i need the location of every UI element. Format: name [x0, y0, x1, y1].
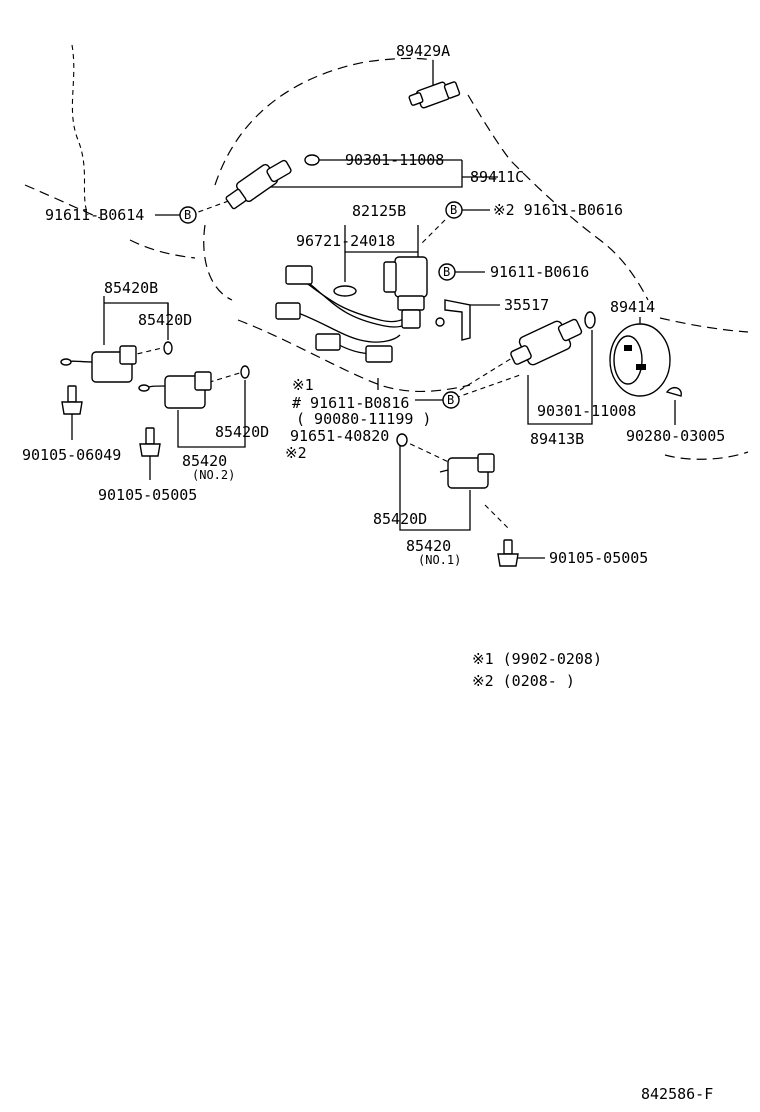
label-91611-B0616-note2: ※2 91611-B0616	[493, 201, 623, 219]
svg-text:B: B	[447, 393, 454, 407]
label-85420D-a: 85420D	[138, 311, 192, 329]
svg-text:B: B	[184, 208, 191, 222]
o-ring-85420D-c	[396, 433, 408, 447]
o-ring-85420D-a	[163, 341, 173, 355]
label-90105-06049: 90105-06049	[22, 446, 121, 464]
label-89429A: 89429A	[396, 42, 450, 60]
solenoid-85420-no1-shape	[439, 453, 495, 489]
bolt-symbol-top-right: B	[445, 201, 463, 219]
label-89411C: 89411C	[470, 168, 524, 186]
leader-lines	[71, 60, 676, 559]
bolt-symbol-center: B	[442, 391, 460, 409]
label-90280-03005: 90280-03005	[626, 427, 725, 445]
label-91611-B0616: 91611-B0616	[490, 263, 589, 281]
label-91611-B0816: # 91611-B0816	[292, 394, 409, 412]
bolt-90105-05005-a-shape	[139, 427, 161, 457]
label-90105-05005-b: 90105-05005	[549, 549, 648, 567]
label-no2: (NO.2)	[192, 468, 235, 482]
label-90301-right: 90301-11008	[537, 402, 636, 420]
label-85420B: 85420B	[104, 279, 158, 297]
legend-note-2: ※2 (0208- )	[472, 672, 575, 690]
sensor-89413B-shape	[510, 318, 583, 366]
wire-harness-82125B-shape	[275, 256, 428, 363]
label-35517: 35517	[504, 296, 549, 314]
label-85420-no2: 85420	[182, 452, 227, 470]
label-90301-top: 90301-11008	[345, 151, 444, 169]
grommet-96721	[333, 285, 357, 297]
bolt-90105-05005-b-shape	[497, 539, 519, 567]
label-85420D-c: 85420D	[373, 510, 427, 528]
label-82125B: 82125B	[352, 202, 406, 220]
label-85420D-b: 85420D	[215, 423, 269, 441]
rotor-89414-shape	[609, 323, 671, 397]
o-ring-right	[584, 311, 596, 329]
svg-text:B: B	[450, 203, 457, 217]
label-89414: 89414	[610, 298, 655, 316]
label-89413B: 89413B	[530, 430, 584, 448]
solenoid-85420B-shape	[60, 345, 137, 383]
svg-text:B: B	[443, 265, 450, 279]
label-note2-symbol: ※2	[285, 444, 307, 462]
switch-89429A-shape	[408, 81, 461, 109]
diagram-code: 842586-F	[641, 1085, 713, 1103]
label-91611-B0614: 91611-B0614	[45, 206, 144, 224]
label-85420-no1: 85420	[406, 537, 451, 555]
phantom-outlines	[24, 44, 749, 460]
label-96721-24018: 96721-24018	[296, 232, 395, 250]
label-90105-05005-a: 90105-05005	[98, 486, 197, 504]
bolt-symbol-left: B	[179, 206, 197, 224]
label-90080-11199: ( 90080-11199 )	[296, 410, 431, 428]
legend-note-1: ※1 (9902-0208)	[472, 650, 602, 668]
o-ring-85420D-b	[240, 365, 250, 379]
key-90280	[665, 386, 682, 397]
bolt-symbol-mid-right: B	[438, 263, 456, 281]
label-91651-40820: 91651-40820	[290, 427, 389, 445]
label-no1: (NO.1)	[418, 553, 461, 567]
bolt-90105-06049-shape	[61, 385, 83, 415]
bracket-35517-shape	[435, 299, 471, 341]
o-ring-top	[304, 154, 320, 166]
sensor-89411C-shape	[225, 159, 292, 210]
label-note1-symbol: ※1	[292, 376, 314, 394]
solenoid-85420-no2-shape	[138, 371, 212, 409]
